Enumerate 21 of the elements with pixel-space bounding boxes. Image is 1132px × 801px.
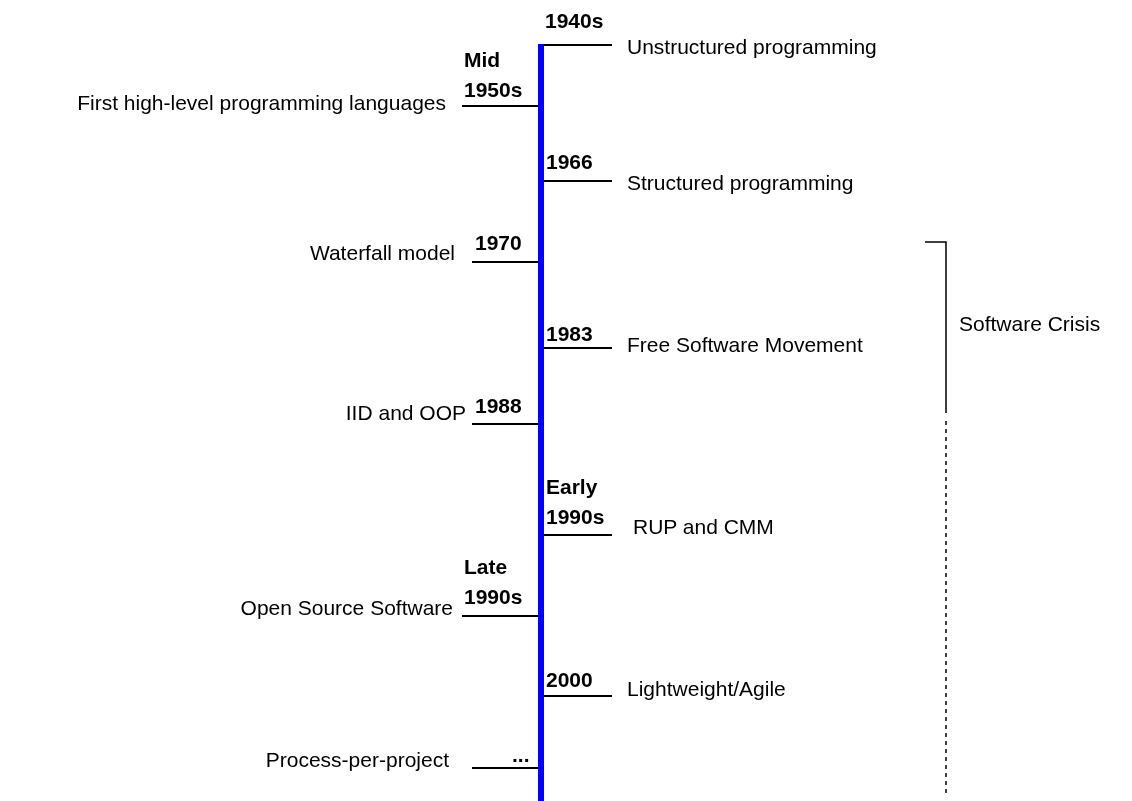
- year-label: 1940s: [545, 8, 604, 34]
- event-label: IID and OOP: [345, 400, 466, 426]
- event-label: Waterfall model: [309, 240, 455, 266]
- year-label: Mid 1950s: [464, 47, 524, 103]
- year-label: Early 1990s: [546, 474, 606, 530]
- year-label: 1970: [475, 230, 522, 256]
- event-label: Free Software Movement: [627, 332, 863, 358]
- year-label: ...: [512, 742, 530, 768]
- year-label: 1966: [546, 149, 593, 175]
- event-label: Open Source Software: [240, 595, 453, 621]
- event-label: Process-per-project: [265, 747, 449, 773]
- bracket-label: Software Crisis: [959, 311, 1101, 337]
- event-label: First high-level programming languages: [77, 90, 446, 116]
- event-label: Lightweight/Agile: [627, 676, 786, 702]
- year-label: 1988: [475, 393, 522, 419]
- year-label: Late 1990s: [464, 554, 524, 610]
- event-label: Structured programming: [627, 170, 854, 196]
- event-label: RUP and CMM: [633, 514, 774, 540]
- year-label: 2000: [546, 667, 593, 693]
- event-label: Unstructured programming: [627, 34, 877, 60]
- year-label: 1983: [546, 321, 593, 347]
